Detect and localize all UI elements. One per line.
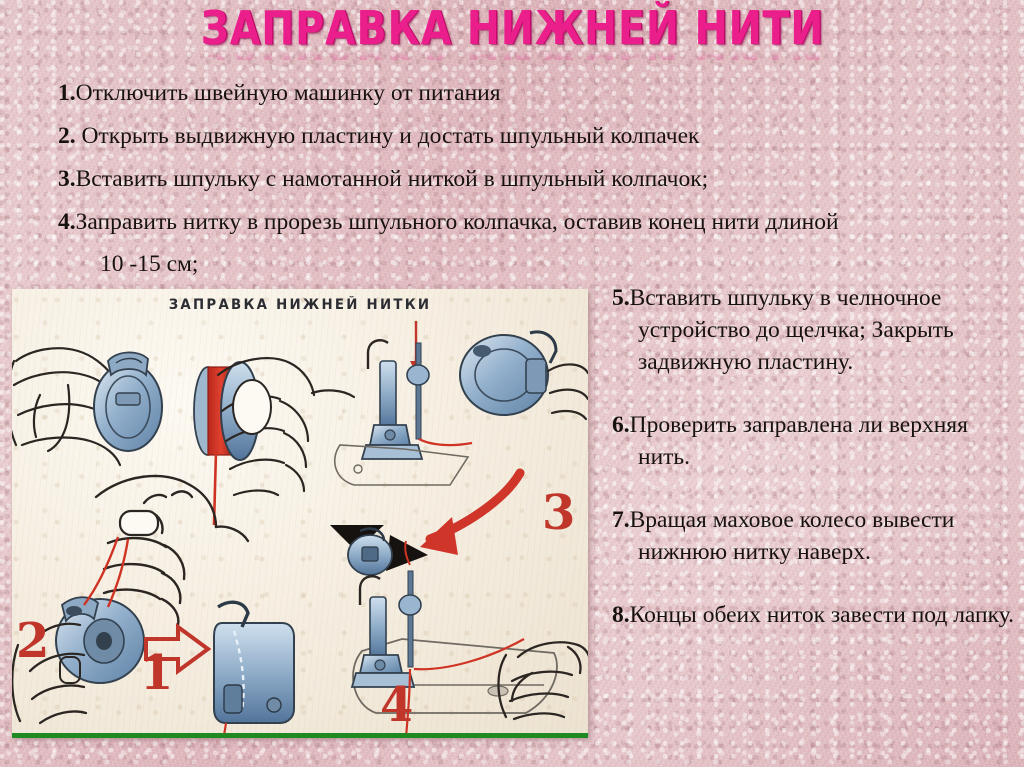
list-item: 7.Вращая маховое колесо вывести нижнюю н… [612,504,1016,568]
panel-2-bobbin-case [55,536,145,684]
panel-3-bobbin-case [459,330,588,421]
panel-3-machine [333,321,473,486]
diagram-artwork: 1 [12,321,588,733]
diagram-step-number-4: 4 [380,677,413,733]
diagram-step-number-3: 3 [542,485,575,541]
assembled-bobbin-case [213,600,295,733]
list-item-number: 8. [612,602,630,628]
list-item-continuation: 10 -15 см; [100,251,199,277]
list-item-number: 4. [58,209,76,235]
list-item-text: Вставить шпульку с намотанной ниткой в ш… [75,166,709,192]
red-arrow-icon [420,468,525,555]
list-item-number: 2. [58,123,76,149]
red-arrow-right-icon [144,623,212,675]
list-item: 8.Концы обеих ниток завести под лапку. [612,599,1016,631]
list-item: 4.Заправить нитку в прорезь шпульного ко… [58,201,988,244]
list-item-text: Проверить заправлена ли верхняя нить. [629,412,968,470]
list-item: 5.Вставить шпульку в челночное устройств… [612,282,1016,378]
list-item-text: Вставить шпульку в челночное устройство … [629,285,954,375]
list-item-number: 7. [612,507,630,533]
diagram-caption: ЗАПРАВКА НИЖНЕЙ НИТКИ [168,297,432,313]
list-item: 2. Открыть выдвижную пластину и достать … [58,115,988,158]
list-item-text: Отключить швейную машинку от питания [75,80,501,106]
diagram-step-number-2: 2 [16,613,49,669]
slide-title-block: ЗАПРАВКА НИЖНЕЙ НИТИ ЗАПРАВКА НИЖНЕЙ НИТ… [0,2,1024,74]
list-item-text: Концы обеих ниток завести под лапку. [629,602,1014,628]
right-instruction-list: 5.Вставить шпульку в челночное устройств… [612,282,1016,631]
list-item-text: Открыть выдвижную пластину и достать шпу… [75,123,700,149]
list-item-text: Заправить нитку в прорезь шпульного колп… [75,209,839,235]
list-item: 1.Отключить швейную машинку от питания [58,72,988,115]
list-item: 6.Проверить заправлена ли верхняя нить. [612,409,1016,473]
top-instruction-list: 1.Отключить швейную машинку от питания 2… [58,72,988,285]
bobbin-case-icon [93,351,163,452]
panel-4-machine [350,540,558,733]
list-item-number: 1. [58,80,76,106]
list-item-number: 6. [612,412,630,438]
list-item-number: 3. [58,166,76,192]
list-item-number: 5. [612,285,630,311]
list-item: 3.Вставить шпульку с намотанной ниткой в… [58,158,988,201]
list-item-text: Вращая маховое колесо вывести нижнюю нит… [629,507,955,565]
page-title: ЗАПРАВКА НИЖНЕЙ НИТИ [200,1,824,55]
bobbin-threading-diagram-image: ЗАПРАВКА НИЖНЕЙ НИТКИ [12,289,588,738]
page-title-reflection: ЗАПРАВКА НИЖНЕЙ НИТИ [200,40,824,69]
